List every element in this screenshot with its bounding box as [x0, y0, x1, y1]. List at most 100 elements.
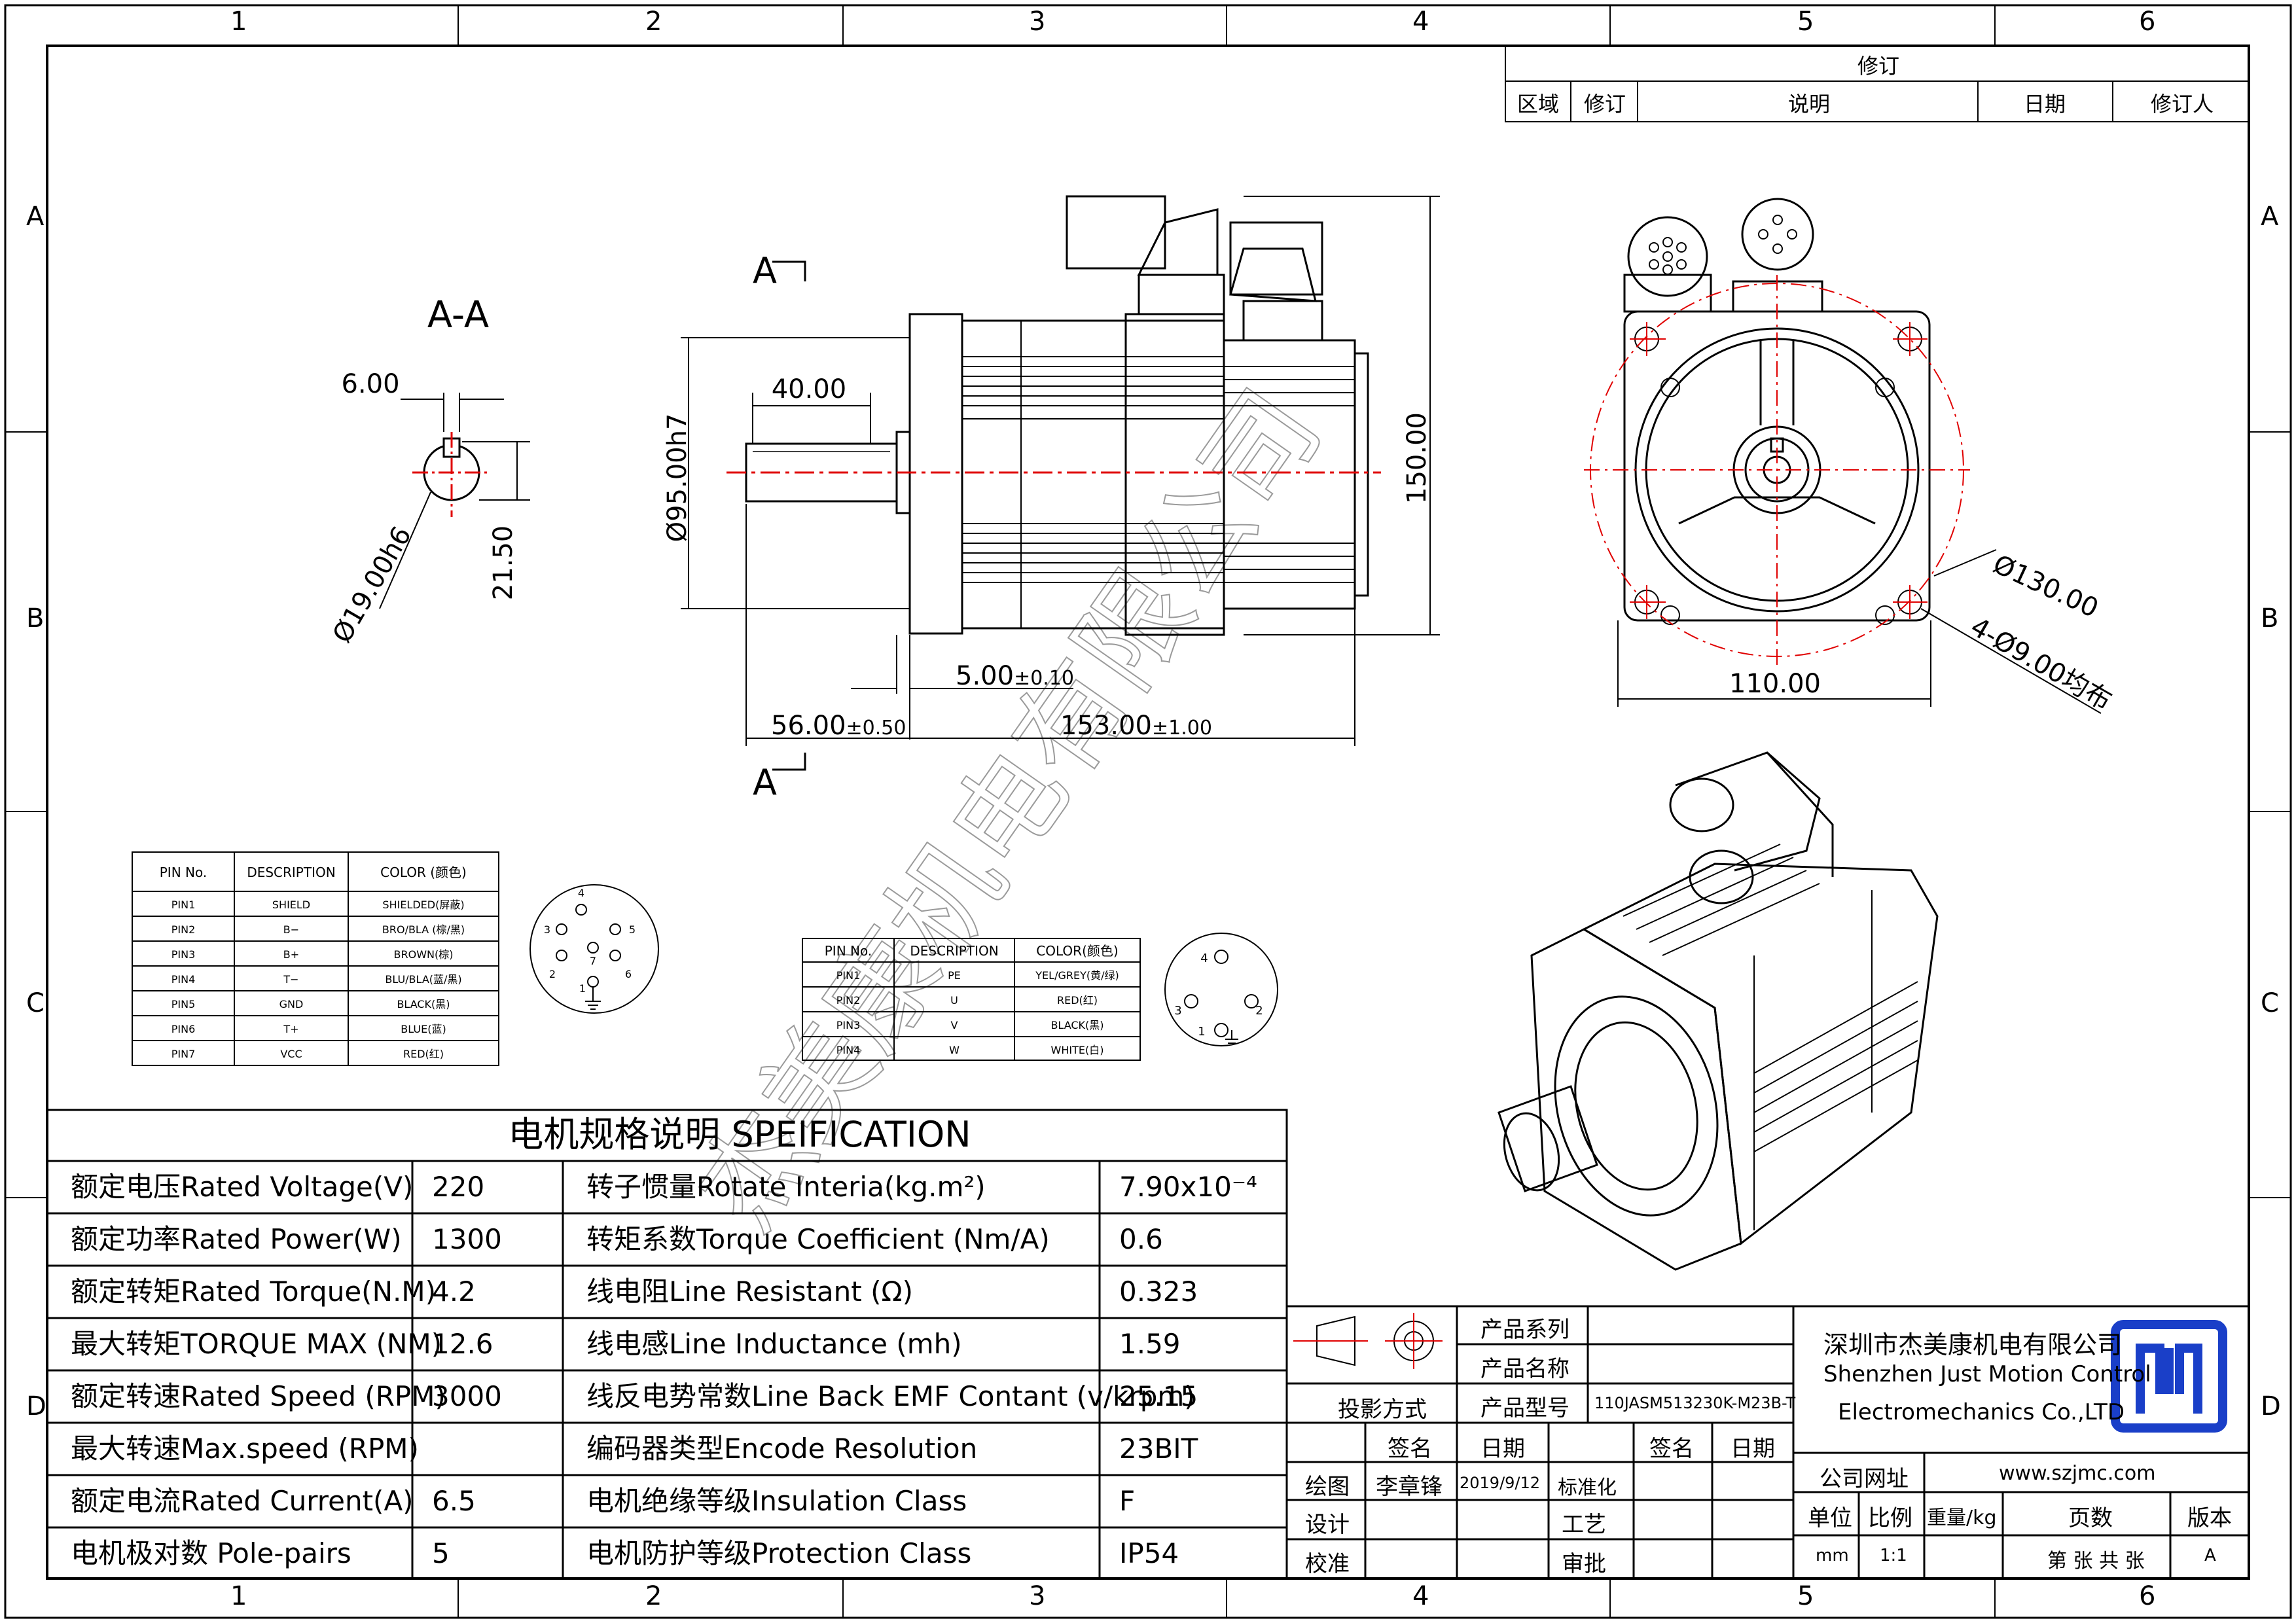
pin-table-power-grid	[802, 938, 1141, 1061]
shaft-length-value: 56.00	[771, 711, 846, 741]
frame-row-c: C	[26, 988, 45, 1018]
version-value: A	[2204, 1546, 2216, 1565]
connector4-pin-4: 4	[1200, 952, 1208, 965]
spec-label: 额定电流Rated Current(A)	[71, 1485, 414, 1517]
section-mark-top: A	[753, 250, 777, 291]
date-label: 日期	[1480, 1436, 1525, 1462]
frame-col-5: 5	[1797, 7, 1814, 37]
mount-holes-dim: 4-Ø9.00均布	[1965, 612, 2117, 717]
spec-value-2: 0.6	[1119, 1223, 1163, 1255]
connector7-pin-2: 2	[549, 968, 556, 980]
draw-name: 李章锋	[1376, 1474, 1443, 1500]
enc-table-cell: PIN5	[171, 998, 196, 1010]
body-length-tol: ±1.00	[1152, 717, 1212, 740]
enc-table-header: PIN No.	[160, 865, 207, 880]
spec-value-2: 25.15	[1119, 1380, 1198, 1412]
product-name-label: 产品名称	[1480, 1356, 1570, 1382]
enc-table-header: COLOR (颜色)	[380, 865, 467, 880]
spec-label-2: 编码器类型Encode Resolution	[586, 1433, 977, 1465]
shaft-diameter-dim: Ø95.00h7	[662, 414, 692, 543]
draw-date: 2019/9/12	[1460, 1474, 1541, 1492]
connector7-pin-5: 5	[629, 923, 636, 936]
connector7-pin-1: 1	[579, 982, 586, 995]
spec-label: 电机极对数 Pole-pairs	[71, 1537, 351, 1569]
weight-label: 重量/kg	[1927, 1507, 1997, 1529]
enc-table-cell: PIN4	[171, 973, 196, 986]
front-view-drawing	[1584, 198, 2102, 714]
company-name-en-1: Shenzhen Just Motion Control	[1823, 1361, 2151, 1387]
spec-label-2: 电机绝缘等级Insulation Class	[586, 1485, 967, 1517]
spec-label-2: 转子惯量Rotate Interia(kg.m²)	[586, 1171, 986, 1203]
power-table-cell: BLACK(黑)	[1050, 1019, 1103, 1031]
enc-table-cell: B−	[283, 923, 299, 936]
website-value: www.szjmc.com	[1999, 1462, 2156, 1485]
body-length-value: 153.00	[1060, 711, 1152, 741]
frame-row-b: B	[26, 603, 45, 633]
enc-table-cell: BLUE(蓝)	[401, 1023, 446, 1035]
spec-label-2: 线反电势常数Line Back EMF Contant (v/krpm)	[586, 1380, 1195, 1412]
section-aa-height-dim: 21.50	[488, 526, 518, 601]
enc-table-cell: BLU/BLA(蓝/黑)	[385, 973, 461, 986]
spec-label: 额定转速Rated Speed (RPM)	[71, 1380, 446, 1412]
shaft-length-tol: ±0.50	[846, 717, 906, 740]
revision-title: 修订	[1857, 54, 1900, 79]
draw-label: 绘图	[1305, 1474, 1350, 1500]
spec-value: 3000	[432, 1380, 502, 1412]
connector7-pin-7: 7	[590, 955, 596, 967]
frame-top-labels: 1 2 3 4 5 6	[0, 7, 2296, 39]
product-series-label: 产品系列	[1480, 1317, 1570, 1343]
pcd-dim: Ø130.00	[1988, 549, 2103, 624]
frame-col-1: 1	[230, 7, 247, 37]
frame-col-6-bottom: 6	[2139, 1581, 2156, 1611]
standardization-label: 标准化	[1558, 1476, 1617, 1499]
frame-row-d-right: D	[2261, 1391, 2281, 1421]
connector7-pin-6: 6	[625, 968, 632, 980]
enc-table-cell: PIN1	[171, 899, 196, 911]
spec-label: 额定功率Rated Power(W)	[71, 1223, 402, 1255]
spec-table-grid	[46, 1109, 1288, 1580]
connector7-drawing	[529, 884, 659, 1014]
spec-title: 电机规格说明 SPEIFICATION	[508, 1114, 971, 1155]
design-label: 设计	[1305, 1512, 1350, 1538]
website-label: 公司网址	[1820, 1466, 1909, 1492]
spec-label: 额定转矩Rated Torque(N.M)	[71, 1275, 436, 1308]
enc-table-cell: T−	[283, 973, 298, 986]
enc-table-cell: PIN6	[171, 1023, 196, 1035]
frame-bottom-labels: 1 2 3 4 5 6	[0, 1581, 2296, 1614]
enc-table-cell: RED(红)	[403, 1048, 444, 1060]
section-mark-bottom: A	[753, 762, 777, 803]
projection-symbol	[1293, 1313, 1443, 1369]
connector4-pin-1: 1	[1198, 1025, 1205, 1039]
section-aa-drawing	[379, 393, 530, 609]
revision-col-reviser: 修订人	[2151, 92, 2214, 116]
power-table-cell: PIN1	[836, 969, 861, 982]
title-block-grid	[1285, 1305, 2250, 1580]
date-label-2: 日期	[1731, 1436, 1775, 1462]
enc-table-cell: SHIELD	[272, 899, 310, 911]
connector7-pin-4: 4	[578, 887, 584, 899]
spec-value-2: 7.90x10⁻⁴	[1119, 1171, 1257, 1203]
frame-col-2: 2	[645, 7, 662, 37]
spec-value-2: IP54	[1119, 1537, 1179, 1569]
power-table-cell: W	[949, 1044, 960, 1056]
spec-label-2: 电机防护等级Protection Class	[586, 1537, 971, 1569]
power-table-cell: V	[951, 1019, 958, 1031]
flange-thickness-value: 5.00	[956, 661, 1014, 691]
power-table-cell: PE	[948, 969, 961, 982]
craft-label: 工艺	[1562, 1512, 1606, 1538]
projection-label: 投影方式	[1338, 1397, 1427, 1423]
connector7-pin-3: 3	[544, 923, 550, 936]
spec-value: 1300	[432, 1223, 502, 1255]
spec-label-2: 转矩系数Torque Coefficient (Nm/A)	[586, 1223, 1050, 1255]
spec-value: 6.5	[432, 1485, 476, 1517]
power-table-cell: YEL/GREY(黄/绿)	[1035, 969, 1119, 982]
frame-col-4: 4	[1412, 7, 1429, 37]
revision-col-area: 区域	[1517, 92, 1560, 116]
company-logo	[2111, 1320, 2227, 1433]
connector4-drawing	[1164, 933, 1278, 1046]
version-label: 版本	[2187, 1505, 2232, 1531]
spec-value: 12.6	[432, 1328, 493, 1360]
approve-label: 审批	[1562, 1551, 1606, 1577]
enc-table-cell: BROWN(棕)	[394, 948, 454, 961]
frame-col-3-bottom: 3	[1029, 1581, 1046, 1611]
